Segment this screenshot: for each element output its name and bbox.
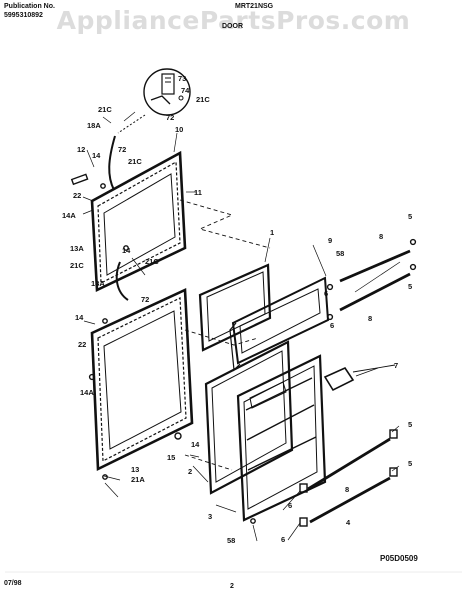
callout-22-2: 22 — [78, 340, 87, 349]
callout-5-3: 5 — [408, 420, 413, 429]
callout-14A-2: 14A — [80, 388, 94, 397]
callout-8-3: 8 — [345, 485, 350, 494]
fresh-food-gasket — [204, 340, 294, 495]
callout-72-detail: 72 — [166, 113, 175, 122]
dairy-door-part — [323, 366, 355, 392]
callout-14-3: 14 — [75, 313, 84, 322]
callout-14-4: 14 — [191, 440, 200, 449]
fasteners — [70, 173, 417, 527]
fresh-food-door-frame — [90, 261, 194, 472]
callout-11: 11 — [194, 188, 202, 197]
callout-21C-3: 21C — [128, 157, 142, 166]
callout-14-1: 14 — [92, 151, 101, 160]
callout-5-1: 5 — [408, 212, 413, 221]
freezer-door-frame — [90, 135, 187, 293]
callout-6-4: 6 — [281, 535, 286, 544]
callout-9: 9 — [328, 236, 333, 245]
callout-8-2: 8 — [368, 314, 373, 323]
fresh-food-door-liner — [236, 354, 327, 522]
leader-dashes — [179, 199, 271, 471]
lower-rails — [307, 437, 391, 524]
callout-21C-5: 21C — [145, 257, 159, 266]
callout-13: 13 — [131, 465, 140, 474]
callout-4: 4 — [346, 518, 351, 527]
publication-number: 5995310892 — [4, 12, 43, 19]
callout-leaders — [82, 111, 401, 542]
callout-1: 1 — [270, 228, 275, 237]
callout-3: 3 — [208, 512, 213, 521]
diagram-code: P05D0509 — [380, 554, 418, 563]
callout-58-1: 58 — [336, 249, 345, 258]
callout-21A: 21A — [131, 475, 145, 484]
callout-18A-1: 18A — [87, 121, 101, 130]
callout-6-3: 6 — [288, 501, 293, 510]
section-title: DOOR — [222, 23, 243, 30]
callout-21C-2: 21C — [196, 95, 210, 104]
callout-5-2: 5 — [408, 282, 413, 291]
callout-22-1: 22 — [73, 191, 82, 200]
callout-6-1: 6 — [324, 289, 329, 298]
callout-14A-1: 14A — [62, 211, 76, 220]
callout-73: 73 — [178, 74, 187, 83]
callout-74: 74 — [181, 86, 190, 95]
callout-6-2: 6 — [330, 321, 335, 330]
freezer-door-liner — [229, 276, 330, 372]
upper-rails — [339, 249, 411, 312]
callout-2: 2 — [188, 467, 193, 476]
callout-5-4: 5 — [408, 459, 413, 468]
callout-13A: 13A — [70, 244, 84, 253]
callout-15: 15 — [167, 453, 176, 462]
callout-14-2: 14 — [122, 246, 131, 255]
detail-magnifier — [117, 68, 191, 134]
callout-8-1: 8 — [379, 232, 384, 241]
callout-10: 10 — [175, 125, 184, 134]
freezer-gasket — [198, 263, 272, 352]
callout-72-3: 72 — [141, 295, 150, 304]
callout-12: 12 — [77, 145, 86, 154]
callout-21C-1: 21C — [98, 105, 112, 114]
callout-7: 7 — [394, 361, 399, 370]
callout-21C-4: 21C — [70, 261, 84, 270]
callout-18A-2: 18A — [91, 279, 105, 288]
footer-date: 07/98 — [4, 580, 22, 587]
watermark: AppliancePartsPros.com — [56, 6, 411, 35]
callout-58-2: 58 — [227, 536, 236, 545]
publication-label: Publication No. — [4, 3, 55, 10]
footer-page: 2 — [230, 583, 234, 590]
model-number: MRT21NSG — [235, 3, 274, 10]
callout-72-2: 72 — [118, 145, 127, 154]
